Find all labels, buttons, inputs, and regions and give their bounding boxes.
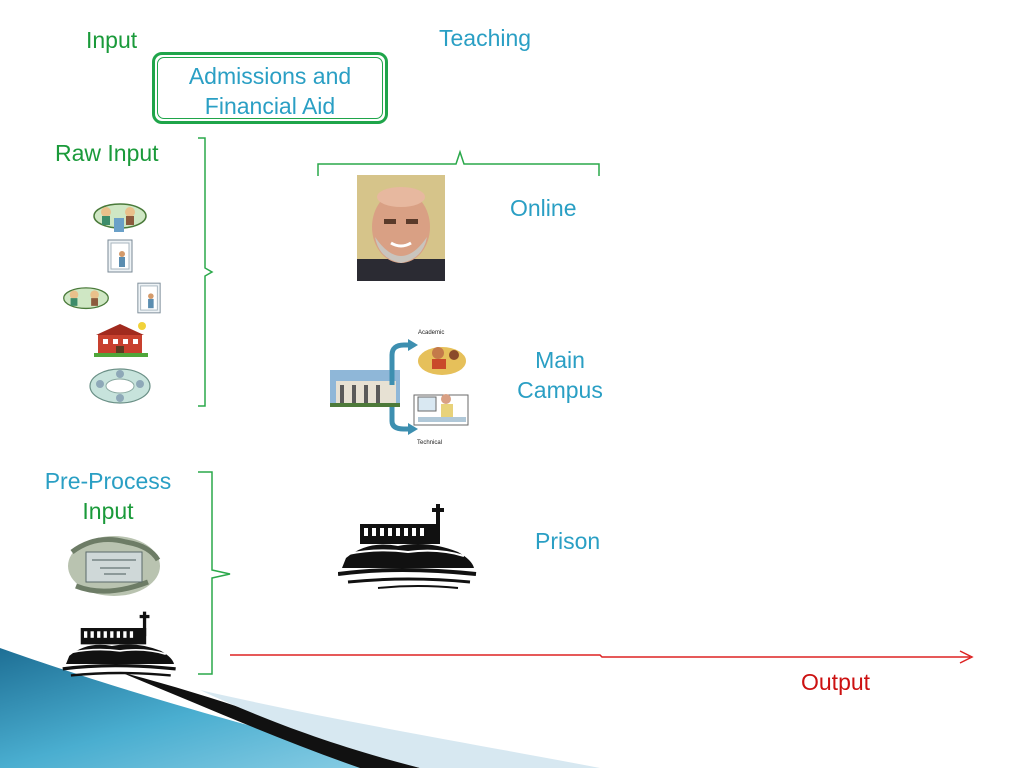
- person-at-door-icon: [107, 239, 133, 273]
- main-campus-line2: Campus: [517, 377, 603, 403]
- main-campus-label: Main Campus: [510, 345, 610, 405]
- teaching-label: Teaching: [439, 25, 532, 51]
- instructor-photo-icon: [357, 175, 445, 281]
- admissions-label: Admissions and Financial Aid: [188, 63, 352, 119]
- people-at-table-icon: [93, 203, 147, 232]
- prison-label: Prison: [535, 528, 601, 554]
- input-label: Input: [86, 27, 138, 53]
- prison-island-icon: [338, 504, 477, 589]
- admissions-box: [152, 52, 388, 124]
- pre-process-label: Pre-Process Input: [34, 466, 182, 526]
- group-meeting-icon: [89, 368, 151, 404]
- technical-text: Technical: [417, 440, 442, 446]
- raw-input-label: Raw Input: [55, 140, 159, 166]
- main-campus-graphic: Academic Technical: [330, 330, 469, 446]
- person-at-door-icon-2: [137, 282, 161, 314]
- raw-input-bracket: [198, 137, 214, 407]
- main-campus-line1: Main: [535, 347, 585, 373]
- pre-process-line2: Input: [82, 498, 134, 524]
- academic-text: Academic: [418, 330, 444, 336]
- online-label: Online: [510, 195, 577, 221]
- school-sign-icon: [68, 536, 161, 596]
- output-label: Output: [801, 669, 871, 695]
- campus-building-icon: [330, 370, 400, 407]
- student-computer-icon: [413, 394, 469, 426]
- prison-island-icon-2: [62, 611, 176, 677]
- people-at-table-icon-2: [63, 287, 109, 310]
- student-studying-icon: [418, 347, 466, 375]
- pre-process-line1: Pre-Process: [44, 468, 172, 494]
- pre-process-bracket: [198, 471, 231, 675]
- output-arrowhead: [959, 650, 974, 664]
- teaching-bracket: [317, 149, 600, 176]
- output-arrow: [230, 654, 970, 658]
- school-building-icon: [94, 322, 148, 357]
